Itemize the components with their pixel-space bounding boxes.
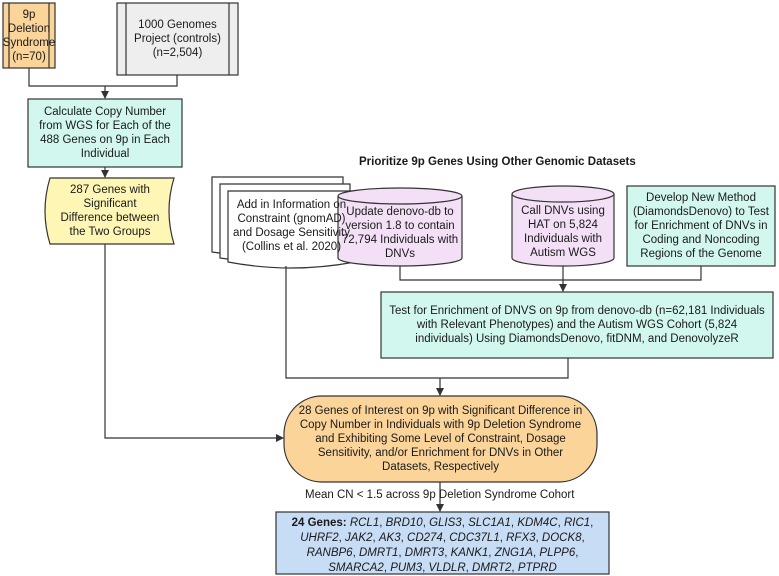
- calculate-box: Calculate Copy Number from WGS for Each …: [28, 99, 182, 167]
- interest-box: 28 Genes of Interest on 9p with Signific…: [290, 396, 591, 482]
- gene-list: RCL1, BRD10, GLIS3, SLC1A1, KDM4C, RIC1,…: [300, 517, 594, 574]
- calculate-label: Calculate Copy Number from WGS for Each …: [39, 106, 171, 160]
- deletion-label: 9p Deletion Syndrome (n=70): [2, 8, 56, 63]
- test-to-interest-connector: [440, 358, 569, 379]
- test-label: Test for Enrichment of DNVS on 9p from d…: [389, 305, 765, 345]
- genomes-box: 1000 Genomes Project (controls) (n=2,504…: [126, 5, 229, 73]
- significant-to-interest-connector: [104, 244, 284, 442]
- prioritize-heading: Prioritize 9p Genes Using Other Genomic …: [359, 156, 636, 168]
- calculate-box-shape: [27, 98, 183, 168]
- final-title: 24 Genes:: [291, 517, 347, 529]
- denovo-db-cylinder: [337, 187, 463, 267]
- gene-name: KDM4C: [517, 517, 558, 529]
- constraint-box-shape: [211, 176, 356, 269]
- gene-name: PTPRD: [517, 562, 557, 574]
- gene-name: SLC1A1: [468, 517, 511, 529]
- gene-name: SMARCA2: [328, 562, 384, 574]
- interest-label: 28 Genes of Interest on 9p with Signific…: [298, 405, 583, 473]
- constraint-to-interest-connector: [285, 266, 440, 379]
- call-dnvs-box: Call DNVs using HAT on 5,824 Individuals…: [512, 202, 614, 262]
- gene-name: RCL1: [349, 517, 380, 529]
- significant-box-shape: [44, 177, 175, 245]
- gene-name: CD274: [407, 532, 443, 544]
- develop-box-shape: [626, 185, 776, 267]
- test-box-shape: [380, 291, 774, 359]
- gene-name: PUM3: [390, 562, 423, 574]
- significant-label: 287 Genes with Significant Difference be…: [60, 184, 160, 238]
- gene-name: BRD10: [385, 517, 423, 529]
- final-genes-box: 24 Genes: RCL1, BRD10, GLIS3, SLC1A1, KD…: [276, 512, 609, 574]
- gene-name: GLIS3: [429, 517, 462, 529]
- gene-name: VLDLR: [428, 562, 466, 574]
- genomes-label: 1000 Genomes Project (controls) (n=2,504…: [134, 19, 221, 59]
- gene-name: DMRT3: [404, 547, 445, 559]
- constraint-label: Add in Information on Constraint (gnomAD…: [233, 199, 350, 253]
- gene-name: AK3: [378, 532, 401, 544]
- deletion-box-shape: [2, 2, 56, 69]
- significant-box: 287 Genes with Significant Difference be…: [50, 178, 170, 244]
- gene-name: DMRT1: [358, 547, 399, 559]
- gene-name: ZNG1A: [494, 547, 534, 559]
- call-dnvs-cylinder: [511, 185, 615, 267]
- genomes-box-shape: [116, 2, 239, 76]
- test-box: Test for Enrichment of DNVS on 9p from d…: [381, 292, 773, 358]
- gene-name: DOCK8: [541, 532, 582, 544]
- denovo-db-label: Update denovo-db to version 1.8 to conta…: [341, 206, 459, 260]
- develop-box: Develop New Method (DiamondsDenovo) to T…: [627, 186, 775, 266]
- gene-name: DMRT2: [472, 562, 512, 574]
- constraint-box: Add in Information on Constraint (gnomAD…: [228, 191, 355, 261]
- merge-connector: [28, 68, 178, 87]
- gene-name: JAK2: [344, 532, 373, 544]
- gene-name: RIC1: [563, 517, 591, 529]
- final-box-shape: [275, 511, 610, 575]
- gene-name: UHRF2: [300, 532, 339, 544]
- develop-label: Develop New Method (DiamondsDenovo) to T…: [633, 192, 769, 260]
- gene-name: RANBP6: [306, 547, 353, 559]
- call-dnvs-label: Call DNVs using HAT on 5,824 Individuals…: [521, 205, 605, 259]
- denovo-db-box: Update denovo-db to version 1.8 to conta…: [338, 204, 462, 262]
- gene-name: RFX3: [506, 532, 536, 544]
- deletion-box: 9p Deletion Syndrome (n=70): [3, 5, 55, 66]
- gene-name: KANK1: [450, 547, 489, 559]
- mean-cn-label: Mean CN < 1.5 across 9p Deletion Syndrom…: [305, 489, 575, 501]
- gene-name: CDC37L1: [449, 532, 500, 544]
- gene-name: PLPP6: [539, 547, 576, 559]
- test-merge-connector: [399, 266, 702, 281]
